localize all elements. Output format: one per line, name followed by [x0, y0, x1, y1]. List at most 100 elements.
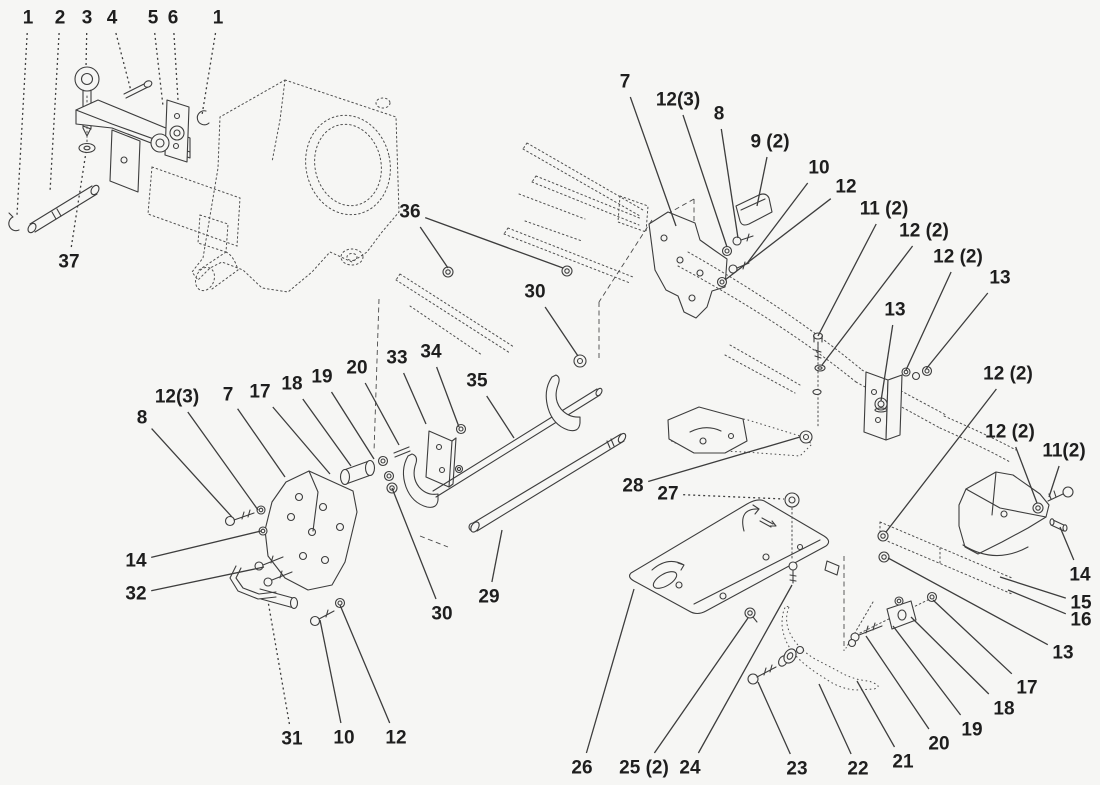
leader-line-8-47 [151, 428, 233, 518]
part-callout-1: 2 [55, 8, 66, 29]
leader-line-34-55 [435, 366, 460, 428]
leader-line-122-22 [1015, 446, 1038, 504]
part-callout-39: 28 [622, 476, 643, 497]
leader-line-26-37 [585, 588, 635, 754]
leader-line-3-2 [85, 32, 88, 69]
part-callout-32: 21 [892, 752, 914, 773]
part-callout-7: 37 [58, 252, 79, 273]
leader-line-10-14 [747, 182, 809, 263]
leader-line-20-53 [364, 382, 400, 446]
part-callout-2: 3 [82, 8, 93, 29]
leader-line-7-10 [629, 96, 677, 227]
part-callout-15: 12 [835, 177, 856, 198]
part-callout-53: 20 [346, 358, 367, 379]
part-callout-0: 1 [23, 8, 34, 29]
part-callout-27: 13 [1052, 643, 1073, 664]
long-bars-drawing [395, 142, 644, 356]
leader-line-18-29 [910, 616, 990, 695]
leader-line-1-0 [16, 32, 28, 216]
part-callout-35: 24 [679, 758, 701, 779]
part-callout-49: 7 [223, 385, 234, 406]
leader-line-27-38 [683, 494, 785, 500]
leader-line-112-23 [1048, 465, 1060, 498]
leader-line-36-8 [419, 226, 449, 269]
leader-line-35-56 [486, 395, 515, 439]
part-callout-45: 32 [125, 584, 146, 605]
part-callout-5: 6 [168, 8, 179, 29]
leader-line-12-15 [724, 198, 832, 281]
leader-line-19-52 [330, 391, 375, 460]
leader-line-14-46 [151, 530, 262, 559]
part-callout-48: 12(3) [155, 387, 199, 408]
part-callout-3: 4 [107, 8, 118, 29]
part-callout-38: 27 [657, 484, 678, 505]
part-callout-14: 10 [808, 158, 829, 179]
leader-line-22-33 [818, 683, 852, 755]
leader-line-122-17 [821, 245, 914, 366]
part-callout-41: 30 [431, 604, 452, 625]
leader-line-13-19 [925, 292, 989, 370]
leader-line-13-27 [887, 557, 1049, 646]
leader-line-30-9 [544, 306, 579, 357]
part-callout-36: 25 (2) [619, 758, 669, 779]
leader-line-7-49 [237, 408, 286, 478]
part-callout-43: 10 [333, 728, 354, 749]
leader-line-16-26 [1007, 589, 1067, 615]
part-callout-52: 19 [311, 367, 332, 388]
skid-plate-drawing [629, 406, 840, 623]
part-callout-20: 13 [884, 300, 905, 321]
leader-line-19-30 [892, 625, 962, 716]
part-callout-34: 23 [786, 759, 807, 780]
part-callout-54: 33 [386, 348, 407, 369]
part-callout-29: 18 [993, 699, 1014, 720]
pedal-arm-cluster-drawing [747, 591, 938, 691]
leader-line-29-40 [491, 529, 503, 583]
leader-line-32-45 [151, 566, 265, 592]
leader-line-8-12 [720, 128, 739, 239]
part-callout-21: 12 (2) [983, 364, 1033, 385]
leader-line-24-35 [697, 584, 793, 754]
leader-line-13-20 [880, 324, 894, 402]
part-callout-56: 35 [466, 371, 488, 392]
part-callout-30: 19 [961, 720, 982, 741]
leader-line-10-43 [319, 619, 342, 724]
part-callout-22: 12 (2) [985, 422, 1035, 443]
leader-line-17-28 [932, 599, 1013, 675]
part-callout-33: 22 [847, 759, 868, 780]
leader-line-122-18 [905, 271, 952, 371]
part-callout-17: 12 (2) [899, 221, 949, 242]
leader-line-5-4 [154, 32, 164, 107]
leader-line-92-13 [756, 156, 768, 207]
part-callout-19: 13 [989, 268, 1010, 289]
part-callout-44: 12 [385, 728, 406, 749]
part-callout-24: 14 [1069, 565, 1091, 586]
leader-line-20-31 [865, 635, 930, 730]
part-callout-16: 11 (2) [860, 199, 909, 220]
part-callout-47: 8 [137, 408, 148, 429]
leader-line-4-3 [115, 32, 132, 92]
part-callout-8: 36 [399, 202, 420, 223]
part-callout-13: 9 (2) [750, 132, 789, 153]
leader-line-28-39 [648, 436, 801, 483]
part-callout-26: 16 [1070, 610, 1091, 631]
leader-line-252-36 [653, 617, 749, 754]
leader-line-21-32 [856, 680, 896, 748]
leader-line-123-48 [187, 411, 259, 511]
leader-line-31-42 [267, 600, 291, 725]
leader-line-36-8 [424, 216, 564, 269]
part-callout-12: 8 [714, 104, 725, 125]
part-callout-23: 11(2) [1042, 441, 1085, 462]
part-callout-55: 34 [420, 342, 442, 363]
part-callout-9: 30 [524, 282, 545, 303]
part-callout-4: 5 [148, 8, 159, 29]
leader-line-33-54 [403, 372, 427, 425]
part-callout-50: 17 [249, 382, 270, 403]
leader-line-112-16 [817, 223, 877, 337]
torque-bracket-drawing [812, 332, 933, 563]
part-callout-31: 20 [928, 734, 949, 755]
projection-box-lines [373, 219, 845, 651]
right-bracket-drawing [958, 471, 1074, 557]
